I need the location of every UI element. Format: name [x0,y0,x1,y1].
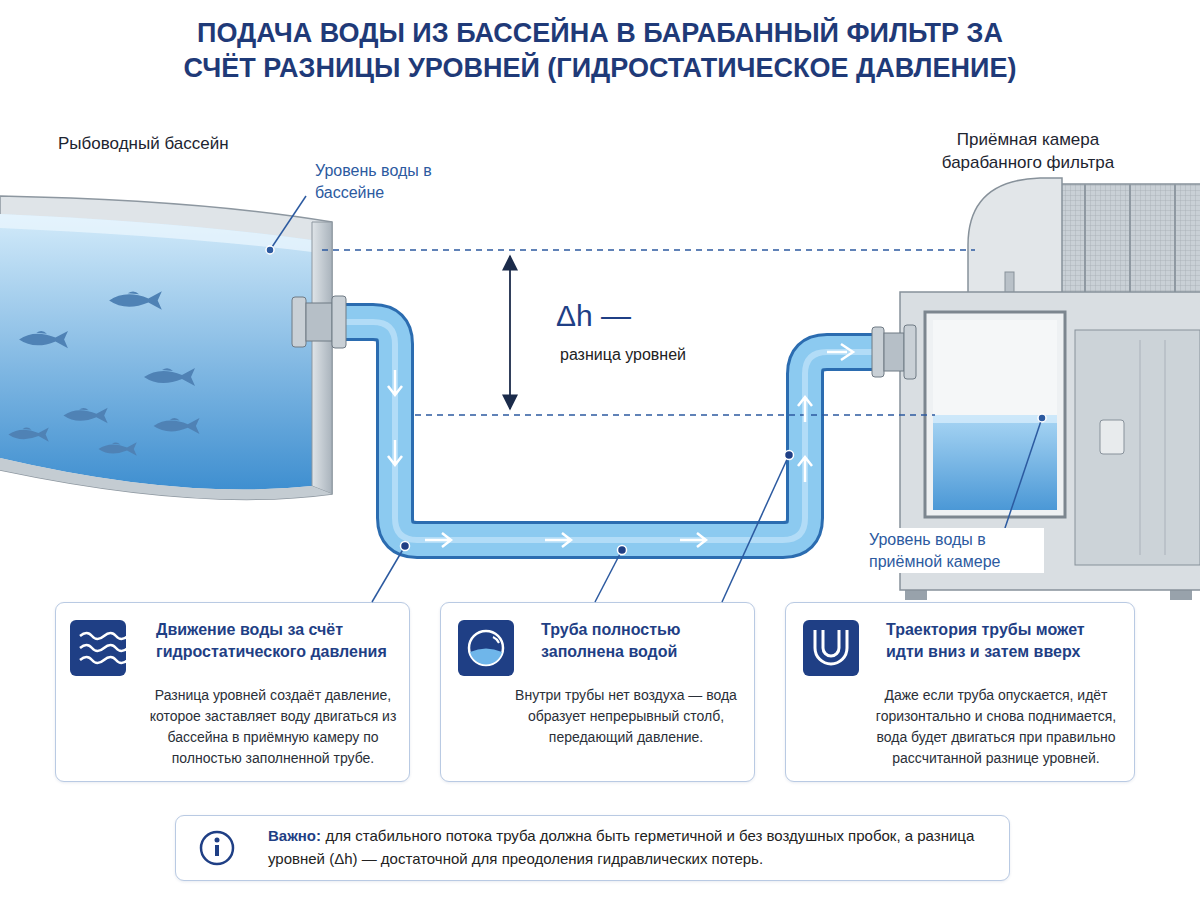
flow-arrow [798,457,812,482]
drum-filter-chamber: Приёмная камера барабанного фильтра [895,125,1200,595]
leader-line [270,196,306,250]
info-heading: Труба полностью заполнена водой [541,619,741,662]
info-icon [201,832,233,864]
u-pipe-icon [803,620,859,676]
pipe-connector [335,322,895,540]
leader-dot [785,451,794,460]
fish [8,427,48,441]
chamber-water [933,415,1057,510]
leader-line [722,455,789,602]
chamber-inside [933,320,1057,510]
leader-dot [1038,414,1046,422]
leader-dot [401,542,410,551]
filter-hood [968,178,1062,300]
info-box: Движение воды за счёт гидростатического … [55,602,410,782]
pool-water [0,214,312,490]
chamber-level-line [415,414,935,416]
level-callout: Уровень воды в бассейне [315,160,437,203]
chamber-label: Приёмная камера барабанного фильтра [923,129,1133,175]
info-body: Даже если труба опускается, идёт горизон… [866,685,1126,769]
fish [99,442,137,456]
pipe-flange [884,333,904,371]
pool-wall-edge [312,222,332,494]
pipe-section-icon-ring [469,631,503,665]
pool-bottom [0,458,332,499]
hood-slot [1005,272,1014,294]
flow-arrow [545,533,571,547]
water-surface [0,214,312,252]
fish [63,408,107,424]
fish [109,291,162,310]
leader-line [1005,418,1042,528]
pool-label: Рыбоводный бассейн [58,133,229,156]
pipe-flange [872,327,884,377]
pipe-highlight [335,322,895,540]
chamber-water-surface [933,415,1057,423]
info-heading: Движение воды за счёт гидростатического … [156,619,401,662]
fish-pool: Рыбоводный бассейн [0,125,335,515]
pipe-section-icon-water [470,649,502,665]
waves-icon [70,620,126,676]
pool-wall [0,196,332,499]
info-icon-dot [215,838,220,843]
pipe-water [335,322,895,540]
control-box [1100,420,1124,454]
fish [144,368,195,386]
machine-panel [1075,330,1200,565]
info-body: Внутри трубы нет воздуха — вода образует… [511,685,741,748]
u-pipe-icon-shape [815,630,847,664]
delta-h-symbol: Δh — [556,296,631,337]
flow-arrow [680,533,706,547]
note-box: Важно:для стабильного потока труба должн… [175,815,1010,881]
diagram-title: ПОДАЧА ВОДЫ ИЗ БАССЕЙНА В БАРАБАННЫЙ ФИЛ… [100,16,1100,86]
waves-icon-lines [80,633,128,663]
delta-h-arrow [509,256,511,409]
leader-line [595,550,622,602]
leader-dot [618,546,627,555]
chamber-wall [925,312,1065,517]
level-callout: Уровень воды в приёмной камере [866,528,1044,573]
note-text: Важно:для стабильного потока труба должн… [268,825,993,870]
info-icon-bar [215,845,219,856]
flow-arrow [388,440,402,465]
fish [19,331,68,348]
flow-arrow [388,370,402,395]
delta-h-caption: разница уровней [560,344,686,366]
panel-groove [1140,340,1165,555]
flow-arrowhead [827,344,853,360]
note-heading: Важно: [268,827,321,844]
info-body: Разница уровней создаёт давление, которо… [144,685,402,769]
pipe-outline [335,322,895,540]
leader-line [372,546,405,602]
pipe-section-icon [458,620,514,676]
pipe-flange [332,296,346,348]
pipe-flange [904,325,916,379]
leader-dot [266,246,274,254]
pipe-section-icon-shine [493,637,499,643]
pipe-flange [292,297,306,347]
info-box: Труба полностью заполнена водойВнутри тр… [440,602,755,782]
fish [154,418,200,434]
flow-arrow [425,533,451,547]
note-body: для стабильного потока труба должна быть… [268,827,974,867]
pipe-flange [306,303,332,341]
flow-arrow [798,397,812,422]
pool-level-line [322,249,975,251]
info-box: Траектория трубы может идти вниз и затем… [785,602,1135,782]
info-heading: Траектория трубы может идти вниз и затем… [886,619,1126,662]
